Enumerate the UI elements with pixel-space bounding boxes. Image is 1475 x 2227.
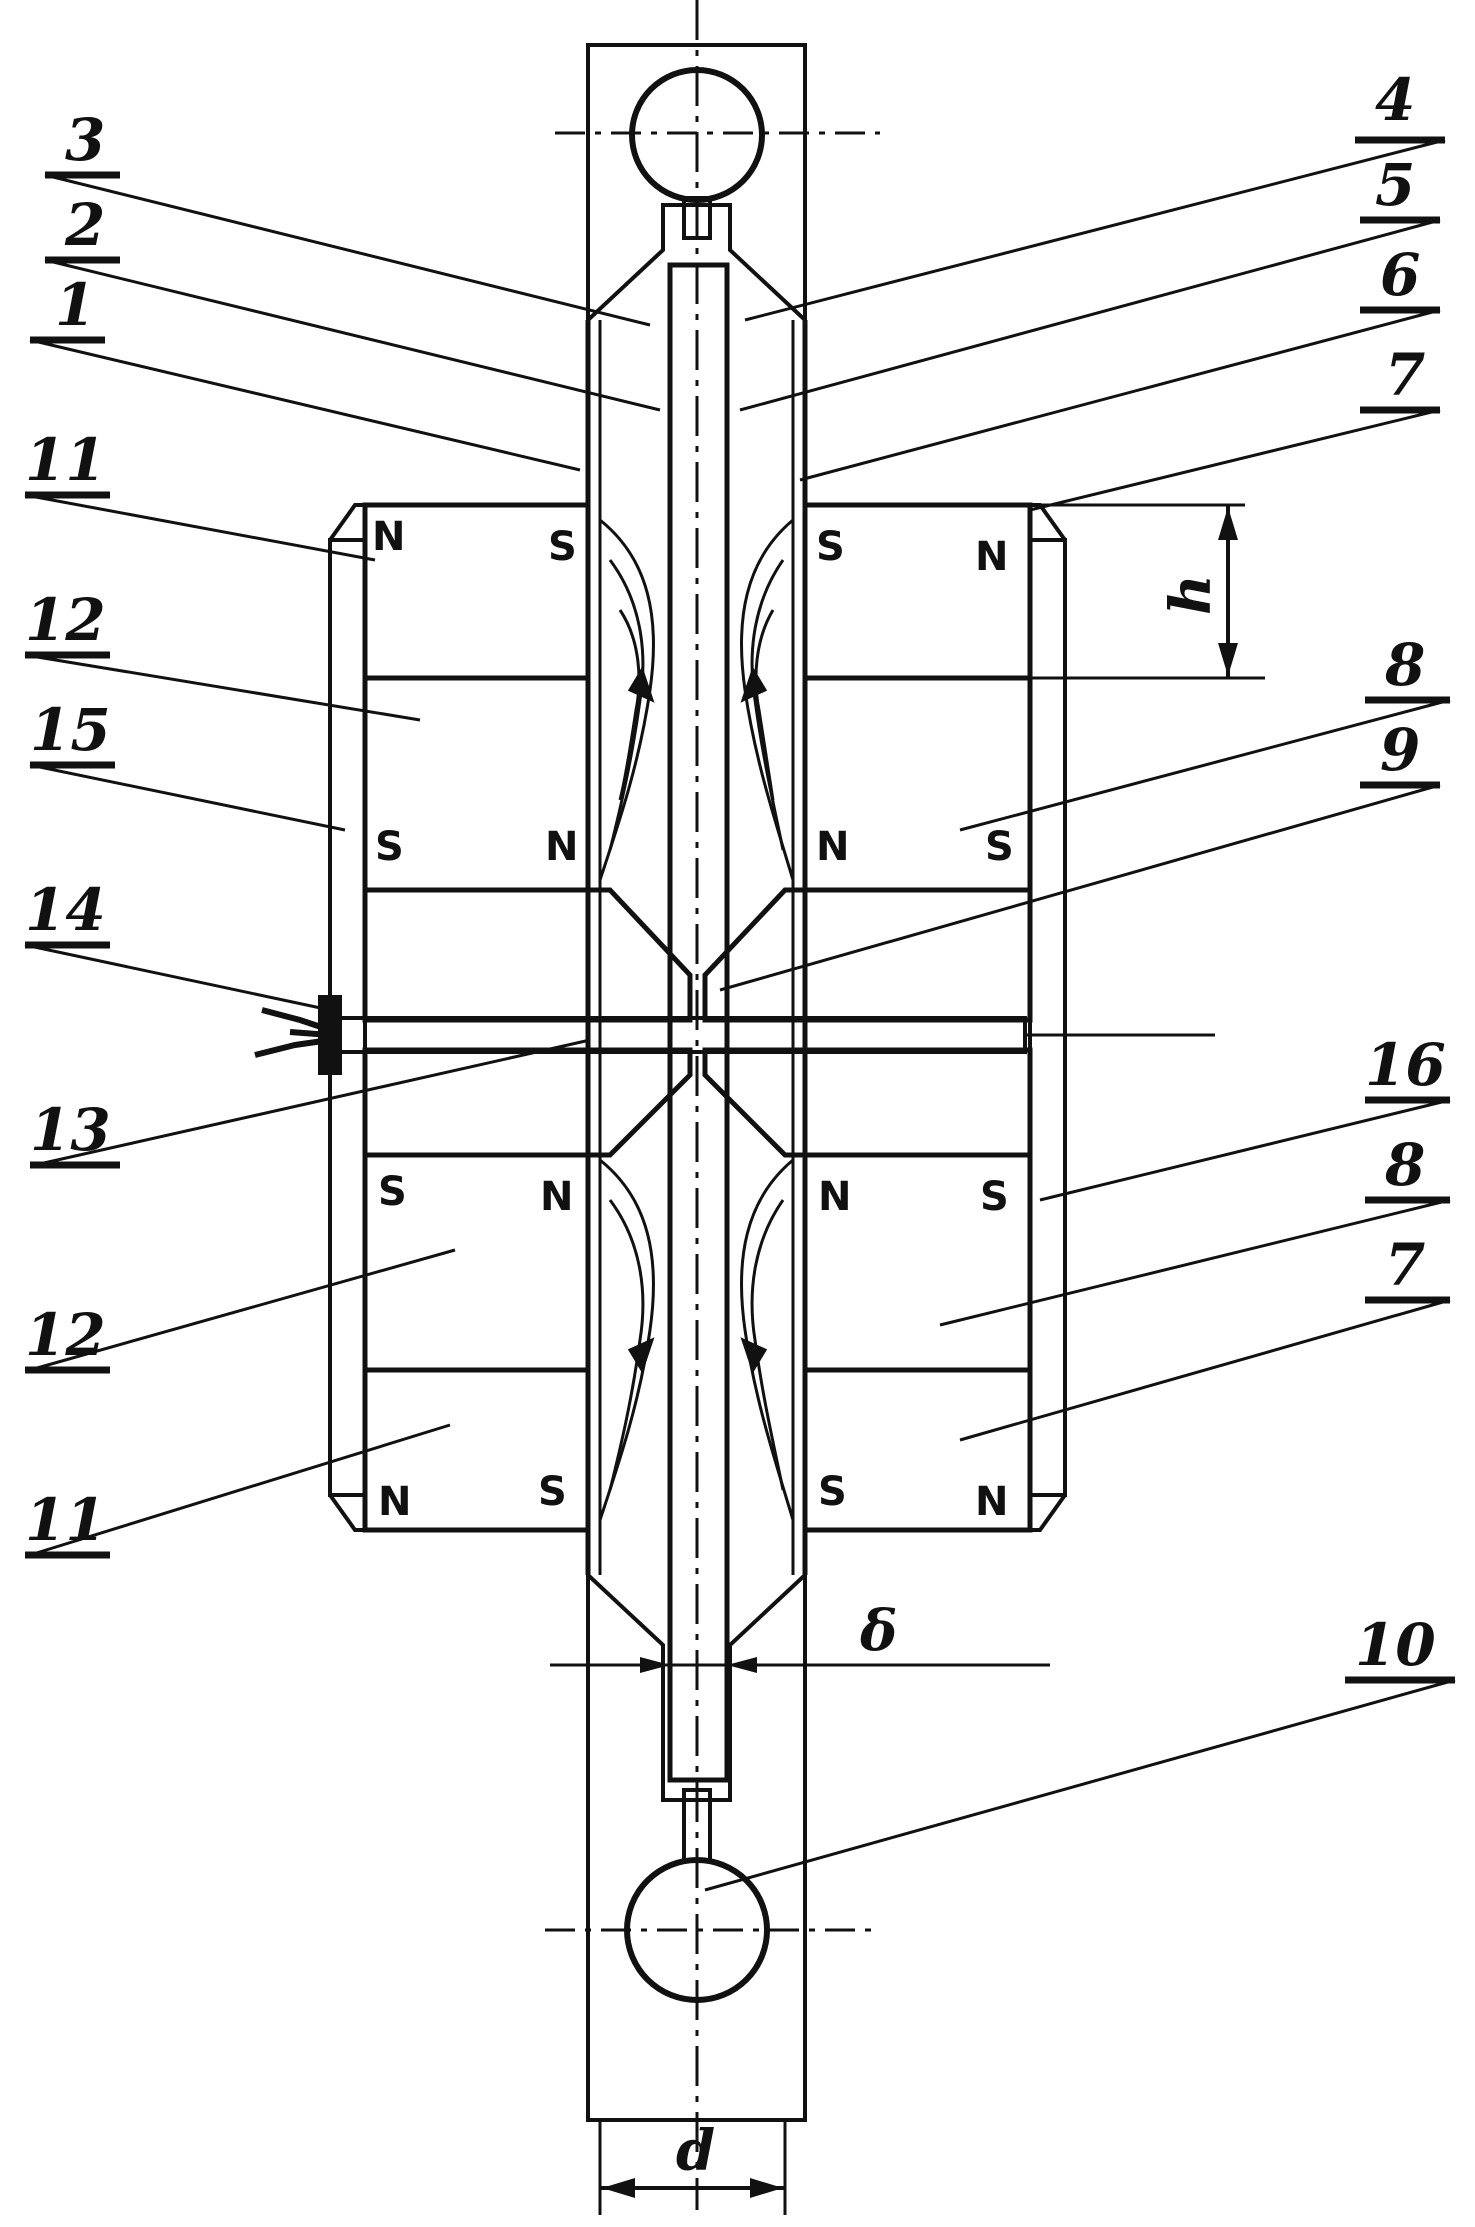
pole-br-upper-2: S [980,1174,1009,1220]
dimension-d: d [600,2118,785,2215]
label-16: 16 [1365,1031,1446,1099]
pole-bl-lower-2: S [538,1469,567,1515]
pole-br-lower-2: N [975,1479,1008,1525]
pole-tl-upper-2: S [548,524,577,570]
pole-tr-upper-2: N [975,534,1008,580]
top-cap [555,45,880,320]
label-15: 15 [30,696,111,764]
pole-tr-lower-1: N [816,824,849,870]
pole-piece-upper-right [705,890,1030,1020]
label-10: 10 [1355,1611,1436,1679]
label-5: 5 [1375,151,1415,219]
bottom-cap [545,1575,880,2120]
pole-tl-lower-1: S [375,824,404,870]
label-3: 3 [65,106,105,174]
label-8-top: 8 [1384,631,1425,699]
pole-tr-lower-2: S [985,824,1014,870]
pole-bl-lower-1: N [378,1479,411,1525]
label-h: h [1158,574,1224,615]
label-7-bot: 7 [1385,1231,1425,1299]
horizontal-mesh-band [335,1018,1025,1052]
pole-br-lower-1: S [818,1469,847,1515]
label-11-bot: 11 [25,1486,106,1554]
housing-right-strip [1030,540,1065,1495]
label-d: d [676,2118,715,2184]
label-4: 4 [1375,66,1415,134]
pole-piece-lower-left [365,1050,690,1155]
label-delta: δ [859,1598,897,1664]
label-12-top: 12 [25,586,106,654]
pole-br-upper-1: N [818,1174,851,1220]
leader-lines [25,140,1455,1890]
label-14: 14 [25,876,106,944]
label-8-bot: 8 [1384,1131,1425,1199]
pole-tl-lower-2: N [545,824,578,870]
label-13: 13 [30,1096,111,1164]
label-6: 6 [1380,241,1420,309]
pole-tr-upper-1: S [816,524,845,570]
pole-tl-upper-1: N [372,514,405,560]
label-12-bot: 12 [25,1301,106,1369]
label-11-top: 11 [25,426,106,494]
pole-piece-upper-left [365,890,690,1020]
pole-bl-upper-2: N [540,1174,573,1220]
housing-right [1030,505,1065,1530]
label-underlines [25,140,1455,1680]
label-2: 2 [64,191,105,259]
pole-piece-lower-right [705,1050,1030,1155]
pole-bl-upper-1: S [378,1169,407,1215]
label-1: 1 [55,271,95,339]
label-7-top: 7 [1385,341,1425,409]
label-9: 9 [1380,716,1420,784]
pole-pieces [255,890,1215,1155]
